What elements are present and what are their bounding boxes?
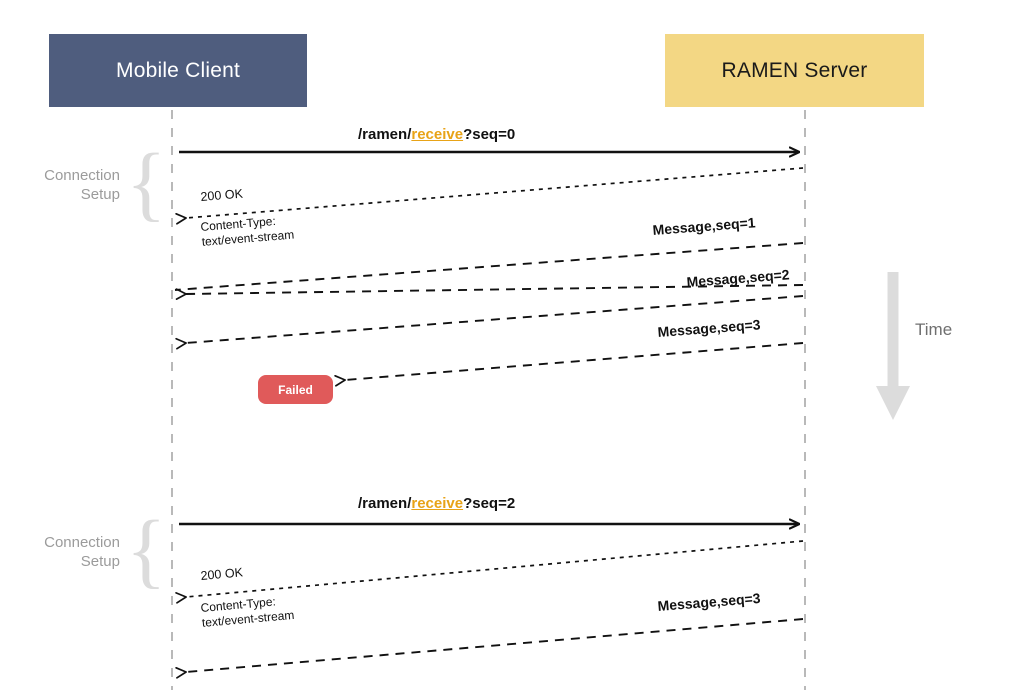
bracket-label-top-line1: Connection (44, 167, 120, 184)
actor-ramen-server: RAMEN Server (665, 34, 924, 107)
bracket-label-bottom-line1: Connection (44, 534, 120, 551)
arrow-message-seq2 (175, 284, 804, 300)
status-badge-failed: Failed (258, 375, 333, 404)
brace-icon-bottom: { (126, 504, 167, 597)
arrow-message-seq3-second (175, 618, 804, 679)
label-request-seq0-prefix: /ramen/ (358, 126, 412, 143)
label-time-axis: Time (915, 320, 953, 339)
label-request-seq2-suffix: ?seq=2 (463, 495, 516, 512)
label-request-seq0-highlight: receive (411, 126, 464, 143)
label-request-seq2: /ramen/receive?seq=2 (358, 495, 515, 512)
arrow-message-seq1 (174, 242, 804, 291)
bracket-label-connection-setup-top: Connection Setup (10, 166, 120, 204)
bracket-label-top-line2: Setup (80, 186, 120, 203)
label-request-seq0-suffix: ?seq=0 (463, 126, 516, 143)
actor-client-label: Mobile Client (116, 58, 240, 82)
arrow-message-seq3 (175, 295, 804, 350)
arrow-response-200ok-2 (175, 540, 804, 604)
actor-mobile-client: Mobile Client (49, 34, 307, 107)
arrow-response-200ok-1 (175, 167, 804, 225)
status-badge-failed-label: Failed (278, 382, 313, 397)
time-arrow (876, 272, 910, 420)
bracket-label-connection-setup-bottom: Connection Setup (10, 533, 120, 571)
actor-server-label: RAMEN Server (721, 58, 868, 82)
bracket-label-bottom-line2: Setup (80, 553, 120, 570)
arrow-message-failed (334, 342, 804, 387)
label-request-seq2-highlight: receive (411, 495, 464, 512)
label-request-seq2-prefix: /ramen/ (358, 495, 412, 512)
brace-icon-top: { (126, 137, 167, 230)
label-request-seq0: /ramen/receive?seq=0 (358, 126, 515, 143)
